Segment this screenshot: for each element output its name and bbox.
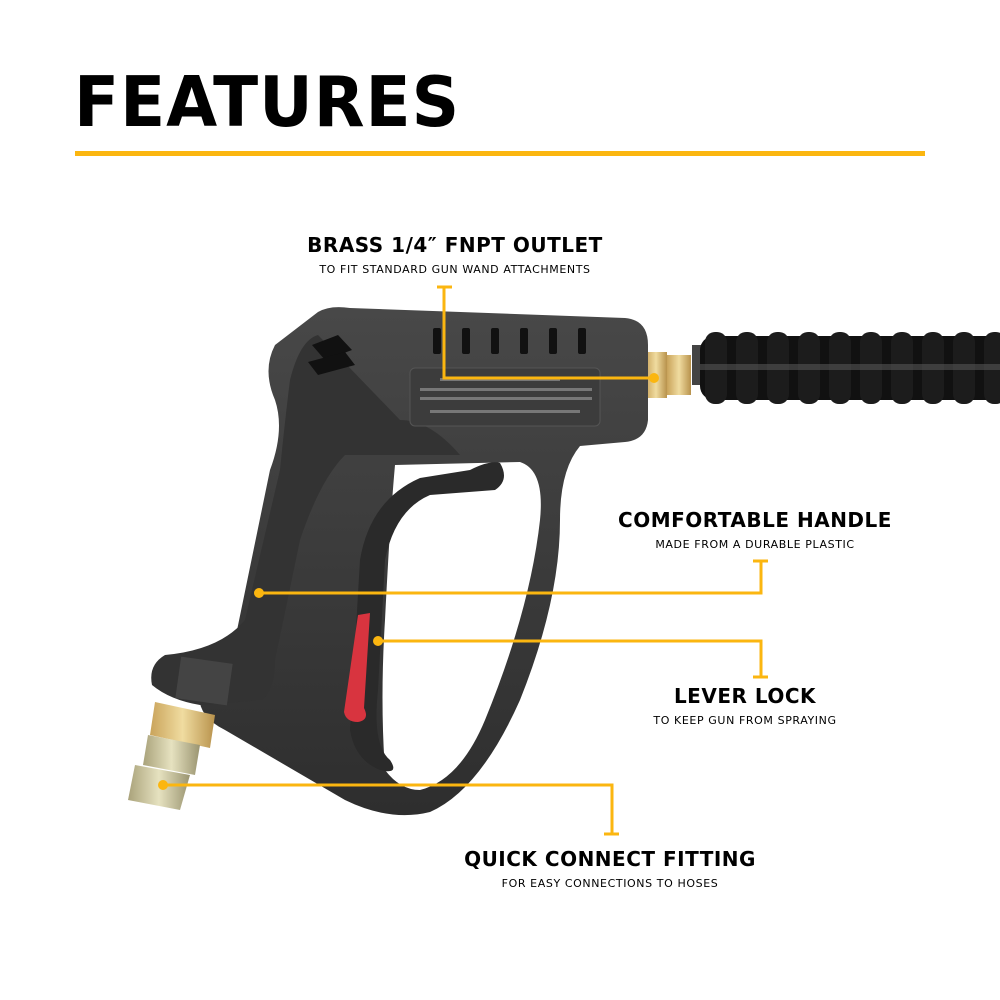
callout-lever-lock-subtitle: TO KEEP GUN FROM SPRAYING <box>653 714 837 727</box>
callout-quick-connect-subtitle: FOR EASY CONNECTIONS TO HOSES <box>501 877 719 890</box>
callout-lever-lock-title: LEVER LOCK <box>673 684 817 708</box>
callout-quick-connect: QUICK CONNECT FITTING FOR EASY CONNECTIO… <box>400 847 820 890</box>
callout-outlet-subtitle: TO FIT STANDARD GUN WAND ATTACHMENTS <box>319 263 591 276</box>
callout-handle-leader <box>259 559 768 595</box>
callout-outlet-leader <box>437 285 654 380</box>
title-underline <box>75 151 925 156</box>
callout-outlet-title: BRASS 1/4″ FNPT OUTLET <box>307 233 603 257</box>
callout-handle-subtitle: MADE FROM A DURABLE PLASTIC <box>655 538 855 551</box>
callout-lever-lock: LEVER LOCK TO KEEP GUN FROM SPRAYING <box>590 684 900 727</box>
hose-icon <box>692 332 1000 404</box>
callout-outlet: BRASS 1/4″ FNPT OUTLET TO FIT STANDARD G… <box>250 233 660 276</box>
callout-quick-connect-leader <box>163 783 619 836</box>
callout-handle-title: COMFORTABLE HANDLE <box>618 508 892 532</box>
callout-quick-connect-title: QUICK CONNECT FITTING <box>464 847 756 871</box>
gun-body-icon <box>151 307 648 816</box>
callout-lever-lock-leader <box>378 639 768 679</box>
callout-quick-connect-dot <box>158 780 168 790</box>
quick-connect-fitting-icon <box>128 702 215 810</box>
callout-lever-lock-dot <box>373 636 383 646</box>
callout-outlet-dot <box>649 373 659 383</box>
callout-handle: COMFORTABLE HANDLE MADE FROM A DURABLE P… <box>560 508 950 551</box>
page-title: FEATURES <box>74 62 461 143</box>
callout-handle-dot <box>254 588 264 598</box>
